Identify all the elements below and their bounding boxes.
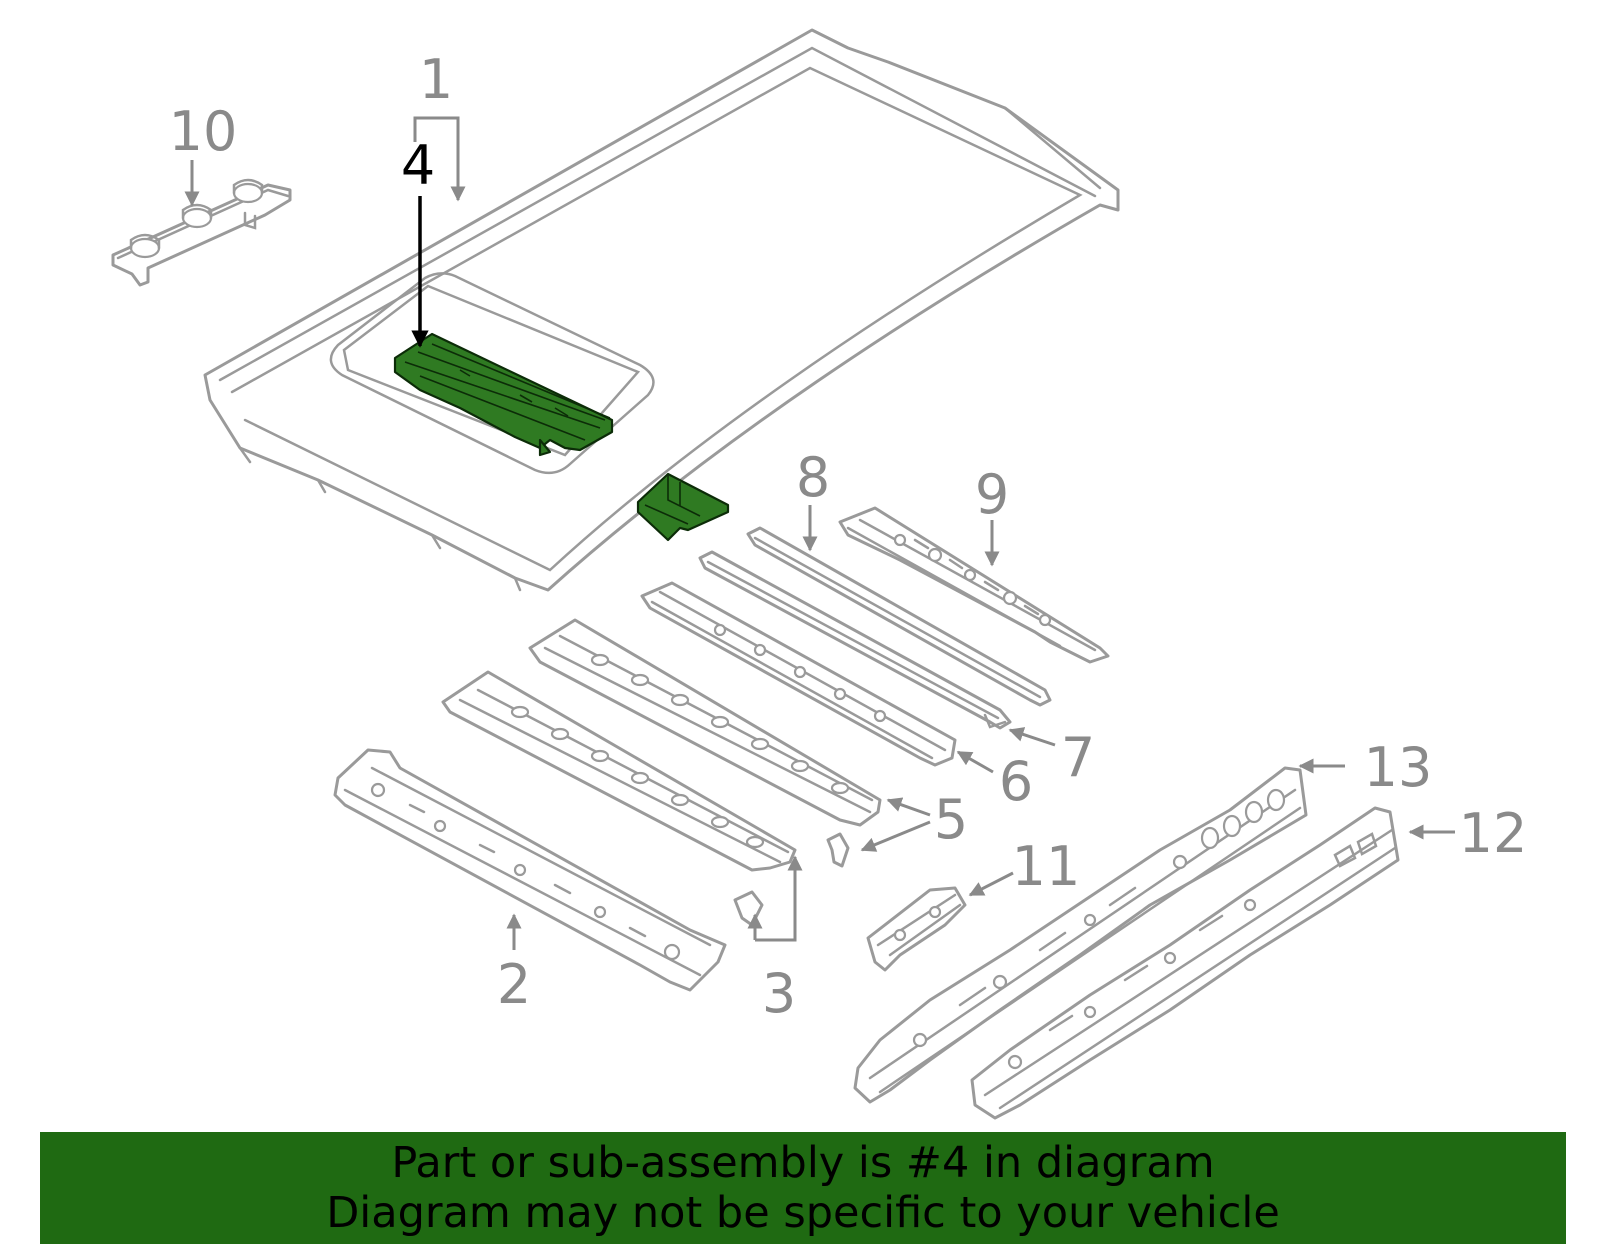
callout-9: 9: [975, 463, 1009, 526]
leader-lines: [184, 116, 1455, 950]
part-9-reinforcement: [838, 506, 1110, 664]
part-5-bow: [528, 618, 882, 827]
callout-5: 5: [934, 788, 968, 851]
part-4-small-bracket: [636, 472, 730, 542]
info-banner: Part or sub-assembly is #4 in diagram Di…: [40, 1132, 1566, 1244]
part-10-bracket: [111, 178, 292, 287]
banner-line-2: Diagram may not be specific to your vehi…: [326, 1188, 1280, 1238]
part-11-bracket: [866, 886, 967, 972]
callout-4: 4: [401, 134, 435, 197]
part-3-clip: [733, 890, 764, 927]
callout-3: 3: [762, 962, 796, 1025]
callout-12: 12: [1459, 802, 1528, 865]
part-3-bow: [441, 670, 797, 872]
callout-11: 11: [1012, 835, 1081, 898]
banner-line-1: Part or sub-assembly is #4 in diagram: [391, 1138, 1215, 1188]
callout-6: 6: [999, 750, 1033, 813]
roof-panel: [203, 28, 1120, 592]
part-8-rail: [746, 526, 1052, 707]
callout-1: 1: [419, 48, 453, 111]
callout-10: 10: [169, 100, 238, 163]
sunroof-opening: [329, 272, 655, 475]
part-6-bow: [640, 581, 957, 767]
callout-2: 2: [497, 953, 531, 1016]
part-5-clip: [826, 832, 850, 868]
part-2-front-header: [333, 748, 727, 992]
part-7-rail: [698, 550, 1012, 730]
part-12-side-rail: [970, 806, 1400, 1120]
callout-13: 13: [1364, 736, 1433, 799]
callout-7: 7: [1061, 726, 1095, 789]
part-4-bracket: [393, 332, 614, 457]
part-13-side-rail: [853, 766, 1308, 1104]
callout-8: 8: [796, 446, 830, 509]
